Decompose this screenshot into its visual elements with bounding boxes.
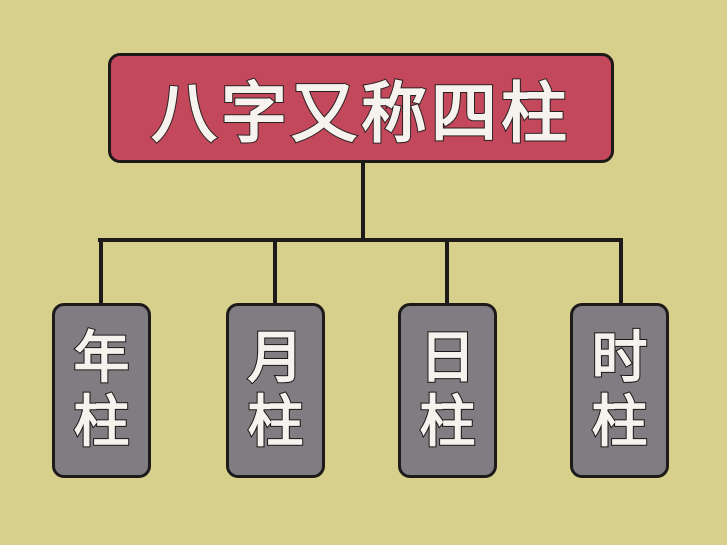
node-day-pillar: 日 柱 [398, 303, 497, 478]
root-node: 八字又称四柱 [108, 53, 614, 163]
node-label-line2: 柱 [247, 389, 305, 455]
root-label: 八字又称四柱 [150, 74, 571, 153]
node-label-line2: 柱 [419, 389, 477, 455]
node-year-pillar: 年 柱 [52, 303, 151, 478]
node-label-line2: 柱 [591, 389, 649, 455]
connector-trunk [361, 162, 365, 242]
node-label-line1: 时 [591, 325, 649, 391]
connector-drop-1 [99, 240, 103, 304]
node-label-line2: 柱 [73, 389, 131, 455]
node-month-pillar: 月 柱 [226, 303, 325, 478]
connector-drop-3 [445, 240, 449, 304]
node-label-line1: 年 [73, 325, 131, 391]
connector-drop-2 [273, 240, 277, 304]
connector-drop-4 [619, 240, 623, 304]
node-label-line1: 月 [247, 325, 305, 391]
node-hour-pillar: 时 柱 [570, 303, 669, 478]
connector-bar [98, 238, 623, 242]
node-label-line1: 日 [419, 325, 477, 391]
